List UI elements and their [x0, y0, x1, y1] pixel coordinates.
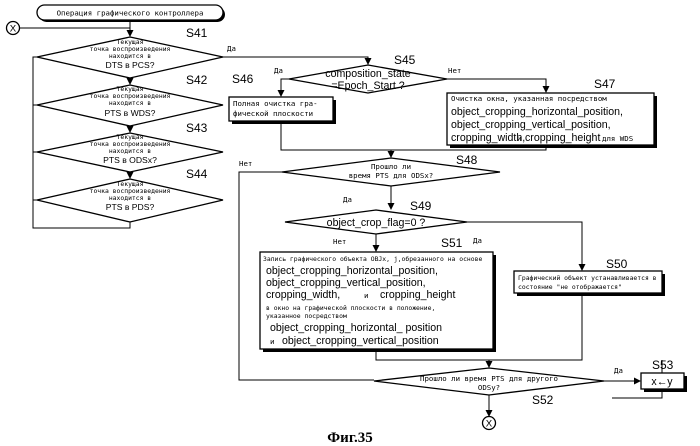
svg-text:x←y: x←y — [651, 376, 673, 388]
svg-text:и: и — [517, 134, 521, 143]
step-s43-id: S43 — [186, 121, 208, 135]
step-s48-id: S48 — [456, 153, 478, 167]
svg-text:находится в: находится в — [109, 99, 151, 107]
svg-text:object_cropping_horizontal_pos: object_cropping_horizontal_position, — [451, 106, 623, 118]
svg-text:DTS в PCS?: DTS в PCS? — [106, 60, 155, 70]
step-s46-id: S46 — [232, 72, 254, 86]
step-s48-decision: Прошло ли время PTS для ODSx? S48 — [282, 153, 500, 186]
start-label: Операция графического контроллера — [57, 9, 204, 18]
s45-yes: Да — [274, 66, 283, 75]
svg-text:object_cropping_horizontal_ po: object_cropping_horizontal_ position — [270, 322, 442, 334]
step-s53-process: x←y S53 — [641, 358, 687, 392]
svg-text:находится в: находится в — [109, 194, 151, 202]
s52-yes: Да — [614, 366, 623, 375]
svg-text:cropping_width,: cropping_width, — [266, 289, 340, 301]
step-s42-id: S42 — [186, 73, 208, 87]
connector-top: X — [7, 22, 20, 35]
start-terminal: Операция графического контроллера — [37, 5, 225, 22]
svg-text:и: и — [364, 291, 368, 300]
svg-text:и: и — [270, 337, 274, 346]
svg-text:composition_state: composition_state — [325, 68, 410, 80]
s41-yes: Да — [227, 44, 236, 53]
step-s41-id: S41 — [186, 26, 208, 40]
step-s50-id: S50 — [606, 257, 628, 271]
connector-bottom-label: X — [486, 419, 493, 430]
svg-text:время PTS для ODSx?: время PTS для ODSx? — [349, 171, 434, 180]
svg-text:состояние "не отображается": состояние "не отображается" — [518, 283, 622, 291]
svg-text:PTS в WDS?: PTS в WDS? — [105, 108, 156, 118]
step-s49-decision: object_crop_flag=0 ? S49 — [285, 199, 467, 234]
s48-yes: Да — [343, 195, 352, 204]
step-s44-id: S44 — [186, 167, 208, 181]
svg-text:object_cropping_vertical_posit: object_cropping_vertical_position, — [266, 277, 426, 289]
svg-text:object_cropping_vertical_posit: object_cropping_vertical_position, — [451, 119, 611, 131]
s45-no: Нет — [448, 66, 461, 75]
step-s47-process: Очистка окна, указанная посредством obje… — [447, 77, 657, 148]
step-s51-id: S51 — [441, 236, 463, 250]
step-s49-id: S49 — [410, 199, 432, 213]
svg-text:PTS в ODSx?: PTS в ODSx? — [103, 155, 157, 165]
svg-text:object_cropping_vertical_posit: object_cropping_vertical_position — [282, 335, 439, 347]
svg-text:cropping_height: cropping_height — [525, 132, 600, 144]
svg-text:=Epoch_Start ?: =Epoch_Start ? — [331, 80, 404, 92]
svg-text:указанное посредством: указанное посредством — [266, 312, 347, 320]
svg-text:Прошло ли: Прошло ли — [371, 162, 411, 171]
svg-text:cropping_height: cropping_height — [380, 289, 455, 301]
svg-text:Прошло ли время PTS для другог: Прошло ли время PTS для другого — [420, 374, 558, 383]
svg-text:в окно на графической плоскост: в окно на графической плоскости в положе… — [266, 304, 435, 312]
step-s47-id: S47 — [594, 77, 616, 91]
svg-text:object_cropping_horizontal_pos: object_cropping_horizontal_position, — [266, 265, 438, 277]
svg-text:ODSy?: ODSy? — [478, 383, 500, 392]
s49-no: Нет — [333, 237, 346, 246]
s48-no: Нет — [239, 159, 252, 168]
connector-top-label: X — [10, 24, 17, 35]
step-s51-process: Запись графического объекта OBJx, j,обре… — [260, 236, 496, 352]
svg-text:Очистка окна, указанная посред: Очистка окна, указанная посредством — [451, 94, 607, 103]
step-s45-id: S45 — [394, 53, 416, 67]
svg-text:для WDS: для WDS — [602, 134, 633, 143]
svg-text:находится в: находится в — [109, 52, 151, 60]
step-s52-id: S52 — [532, 393, 554, 407]
svg-text:находится в: находится в — [109, 147, 151, 155]
svg-text:cropping_width,: cropping_width, — [451, 132, 525, 144]
step-s50-process: Графический объект устанавливается в сос… — [514, 257, 665, 296]
s49-yes: Да — [473, 236, 482, 245]
connector-bottom: X — [483, 417, 496, 430]
svg-text:PTS в PDS?: PTS в PDS? — [106, 202, 155, 212]
svg-text:object_crop_flag=0 ?: object_crop_flag=0 ? — [327, 217, 426, 229]
svg-text:Графический объект устанавлива: Графический объект устанавливается в — [518, 274, 657, 282]
svg-text:Запись графического объекта OB: Запись графического объекта OBJx, j,обре… — [263, 255, 482, 263]
step-s53-id: S53 — [652, 358, 674, 372]
figure-caption: Фиг.35 — [327, 430, 372, 446]
svg-text:Полная очистка гра-: Полная очистка гра- — [233, 99, 318, 108]
svg-text:фической плоскости: фической плоскости — [233, 109, 313, 118]
